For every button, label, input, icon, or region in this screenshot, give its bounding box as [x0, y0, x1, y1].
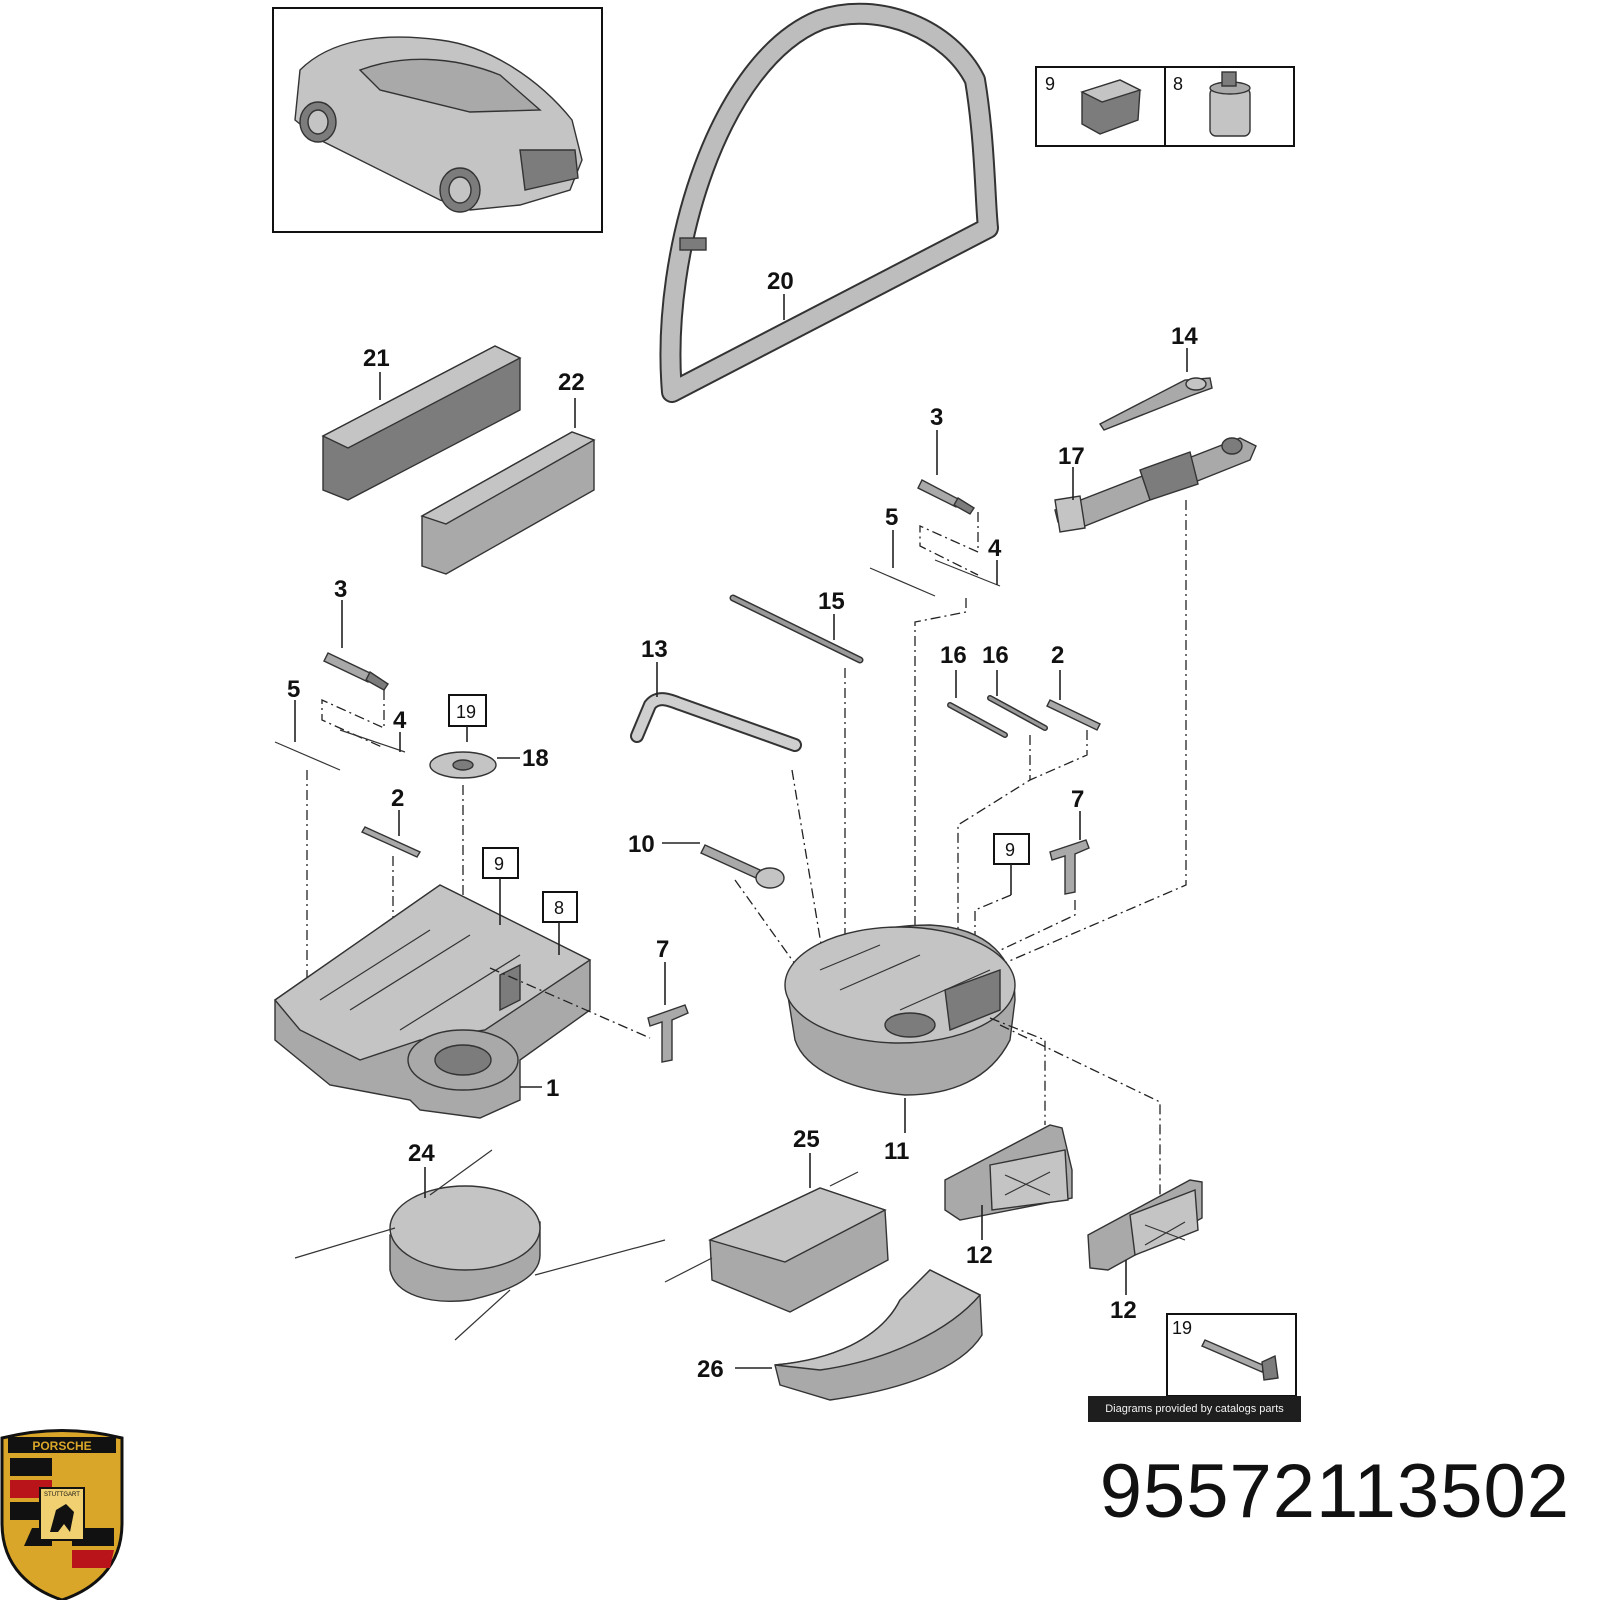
callout-1: 1: [546, 1075, 559, 1102]
callout-26: 26: [697, 1356, 724, 1383]
bracket-12a: [944, 1017, 1073, 1240]
foam-block-22: [420, 398, 596, 575]
storage-tray-11: [784, 924, 1016, 1133]
crest-logo-subtext: STUTTGART: [44, 1492, 80, 1498]
storage-tray-1: [273, 847, 651, 1119]
case-25: [664, 1153, 889, 1313]
callout-3-right: 3: [930, 404, 943, 431]
callout-9-inset: 9: [1045, 74, 1055, 94]
bracket-12b: [999, 1024, 1203, 1295]
callout-10: 10: [628, 831, 655, 858]
right-tools-group: [869, 430, 1001, 940]
callout-5-right: 5: [885, 504, 898, 531]
callout-7-right: 7: [1071, 786, 1084, 813]
inset-box-9-8: [1035, 66, 1295, 147]
callout-7-left: 7: [656, 936, 669, 963]
callout-25: 25: [793, 1126, 820, 1153]
callout-12a: 12: [966, 1242, 993, 1269]
wrench-13: [630, 662, 823, 951]
callout-16b: 16: [982, 642, 1009, 669]
callout-2-right: 2: [1051, 642, 1064, 669]
item-7-left: [647, 962, 689, 1063]
callout-21: 21: [363, 345, 390, 372]
callout-4-right: 4: [988, 535, 1002, 562]
block-26: [735, 1269, 983, 1401]
callout-5-left: 5: [287, 676, 300, 703]
strap-loop-part: [659, 2, 999, 403]
left-tools-group: [274, 600, 422, 990]
callout-13: 13: [641, 636, 668, 663]
credit-banner: Diagrams provided by catalogs parts: [1088, 1396, 1301, 1422]
vehicle-thumbnail: [272, 7, 603, 233]
item-7-right: [974, 811, 1090, 960]
tools-16-2: [947, 670, 1101, 965]
callout-22: 22: [558, 369, 585, 396]
eye-bolt-10: [662, 842, 811, 986]
callout-8-inset: 8: [1173, 74, 1183, 94]
callout-8-box: 8: [554, 898, 564, 918]
callout-24: 24: [408, 1140, 435, 1167]
inset-box-19: [1166, 1313, 1297, 1397]
callout-17: 17: [1058, 443, 1085, 470]
foam-block-21: [321, 345, 522, 501]
callout-labels: 20 21 22 14 3 17 5 4 3 15 13 16 16 2 5 4…: [287, 74, 1198, 1383]
crest-logo-text: PORSCHE: [32, 1439, 91, 1453]
part-number: 95572113502: [1099, 1449, 1570, 1534]
callout-2-left: 2: [391, 785, 404, 812]
rod-15: [729, 594, 864, 950]
callout-18: 18: [522, 745, 549, 772]
callout-12b: 12: [1110, 1297, 1137, 1324]
callout-19-box: 19: [456, 702, 476, 722]
callout-3-left: 3: [334, 576, 347, 603]
callout-9-box-left: 9: [494, 854, 504, 874]
callout-19-inset: 19: [1172, 1318, 1192, 1338]
jack-17: [999, 348, 1257, 966]
item-18-cap: [429, 694, 520, 1065]
spare-pack-24: [294, 1149, 666, 1341]
callout-15: 15: [818, 588, 845, 615]
porsche-crest-logo: PORSCHE STUTTGART: [0, 1429, 124, 1600]
callout-16a: 16: [940, 642, 967, 669]
callout-20: 20: [767, 268, 794, 295]
callout-4-left: 4: [393, 707, 407, 734]
callout-14: 14: [1171, 323, 1198, 350]
callout-9-box-right: 9: [1005, 840, 1015, 860]
callout-11: 11: [884, 1138, 909, 1165]
